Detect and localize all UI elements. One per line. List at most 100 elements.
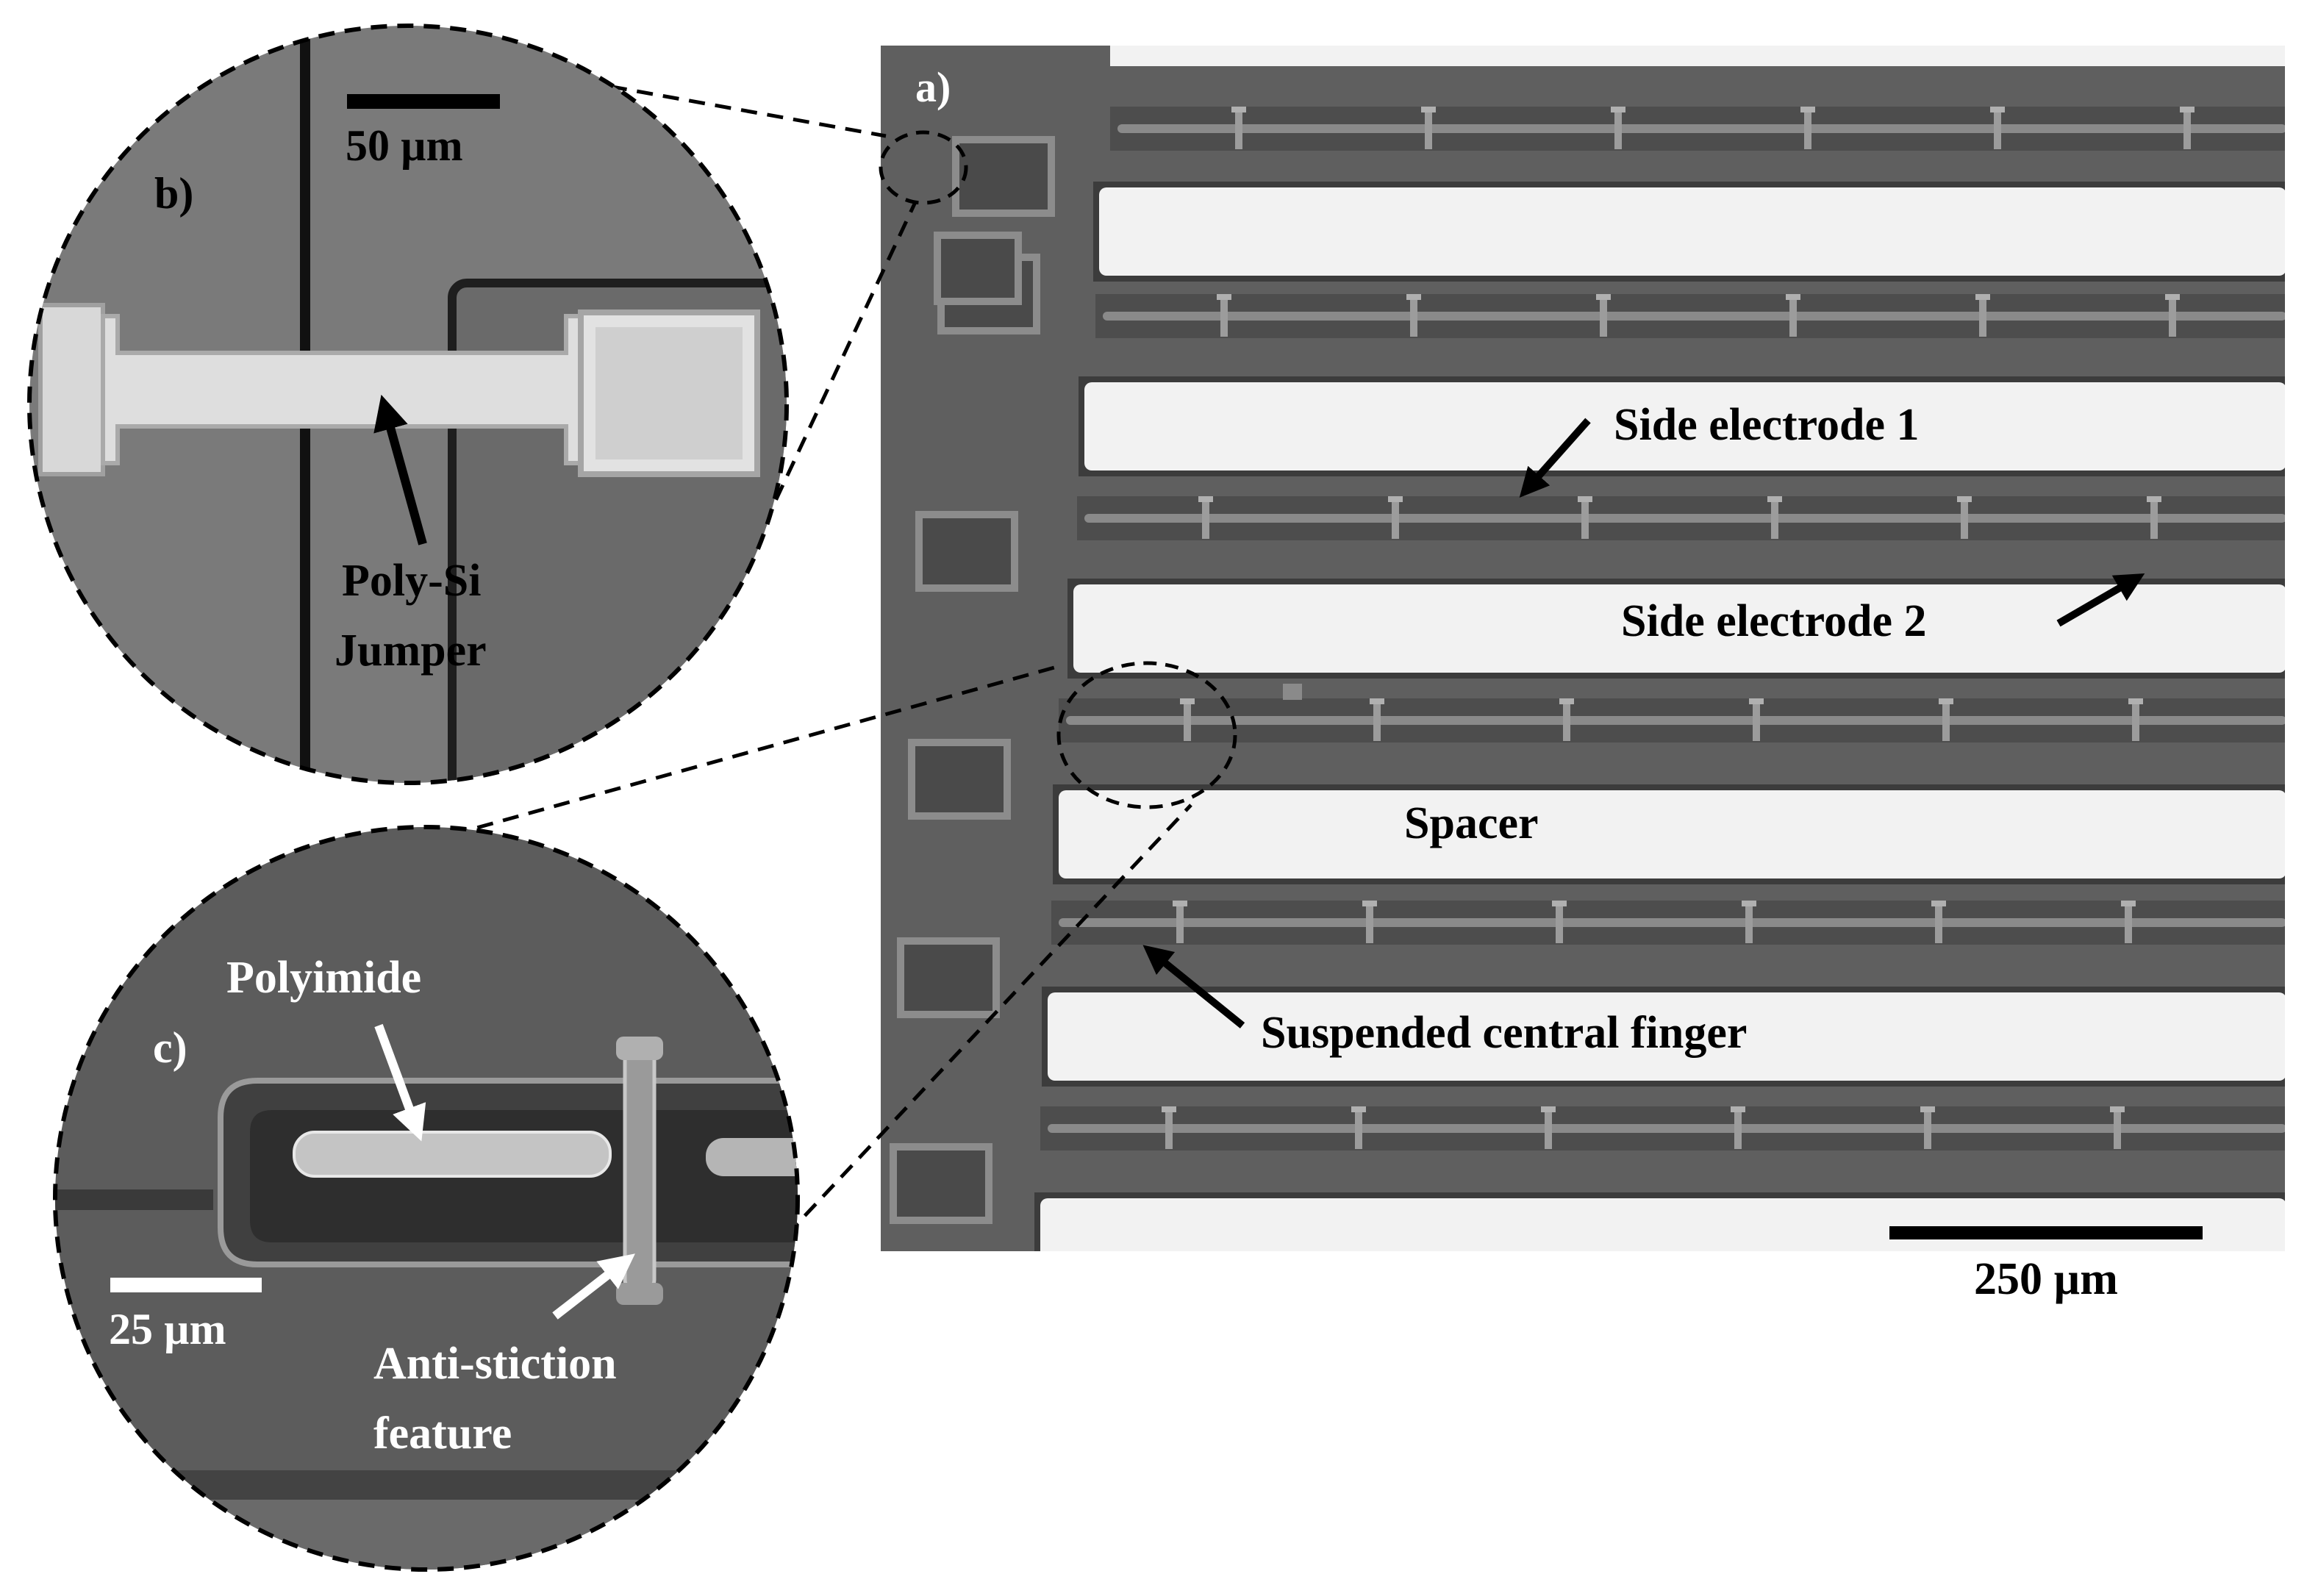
suspended-finger (1117, 124, 2285, 133)
anti-stiction-post (1804, 108, 1811, 149)
anti-stiction-post (1745, 902, 1753, 943)
anti-stiction-cap (1162, 1106, 1176, 1112)
anti-stiction-post (2114, 1108, 2121, 1149)
anti-stiction-cap (1611, 107, 1625, 112)
anti-stiction-post (2169, 296, 2176, 337)
anti-stiction-post (1392, 498, 1399, 539)
contact-pad (897, 937, 1000, 1018)
panel-c: c) Polyimide 25 µm Anti-stiction feature (53, 825, 800, 1572)
anti-stiction-post (1600, 296, 1607, 337)
panel-a-label: a) (915, 63, 951, 111)
anti-stiction-post (1545, 1108, 1552, 1149)
anti-stiction-post (1235, 108, 1242, 149)
panel-c-left-beam (55, 1189, 213, 1210)
anti-stiction-cap (1406, 294, 1421, 300)
contact-pad (915, 511, 1018, 592)
anti-stiction-cap (1541, 1106, 1556, 1112)
spacer-strip (1059, 790, 2285, 878)
anti-stiction-cap (1939, 698, 1953, 704)
anti-stiction-cap (1173, 901, 1187, 906)
anti-stiction-post (1373, 700, 1381, 741)
anti-stiction-post (1184, 700, 1191, 741)
arrow-polyimide (374, 1023, 426, 1142)
panel-c-polyimide-2 (706, 1138, 798, 1176)
scale-bar-c (110, 1278, 262, 1292)
anti-stiction-post (1366, 902, 1373, 943)
anti-stiction-cap (1975, 294, 1990, 300)
spacer-strip (1048, 992, 2285, 1081)
panel-b-label: b) (154, 169, 193, 218)
panel-c-anti-stiction-top (616, 1037, 663, 1060)
anti-stiction-cap (1180, 698, 1195, 704)
contact-pad (952, 136, 1055, 217)
anti-stiction-cap (1578, 496, 1592, 502)
anti-stiction-post (1410, 296, 1417, 337)
anti-stiction-cap (1388, 496, 1403, 502)
anti-stiction-post (1734, 1108, 1742, 1149)
anti-stiction-cap (1217, 294, 1231, 300)
label-poly-si: Poly-Si (342, 556, 481, 606)
panel-c-label: c) (153, 1023, 187, 1072)
anti-stiction-cap (1786, 294, 1800, 300)
anti-stiction-cap (1596, 294, 1611, 300)
scale-bar-c-label: 25 µm (109, 1305, 226, 1353)
anti-stiction-cap (1231, 107, 1246, 112)
label-feature: feature (373, 1409, 512, 1459)
contact-pad-small (934, 232, 1022, 305)
label-jumper: Jumper (335, 626, 487, 676)
anti-stiction-cap (1362, 901, 1377, 906)
anti-stiction-cap (1742, 901, 1756, 906)
anti-stiction-cap (1198, 496, 1213, 502)
anti-stiction-cap (2147, 496, 2161, 502)
suspended-finger (1084, 514, 2285, 523)
anti-stiction-post (1942, 700, 1950, 741)
anti-stiction-post (1165, 1108, 1173, 1149)
spacer-strip (1099, 187, 2285, 276)
scale-bar-a-label: 250 µm (1974, 1254, 2118, 1304)
arrow-anti-stiction (552, 1253, 635, 1320)
label-spacer: Spacer (1404, 798, 1539, 848)
panel-a-structure (890, 46, 2285, 1251)
anti-stiction-post (1935, 902, 1942, 943)
spacer-strip-top (1110, 46, 2285, 66)
panel-c-outline (53, 825, 800, 1572)
suspended-finger (1059, 918, 2285, 927)
anti-stiction-post (1789, 296, 1797, 337)
anti-stiction-post (1202, 498, 1209, 539)
label-suspended-central-finger: Suspended central finger (1261, 1008, 1747, 1058)
label-side-electrode-1: Side electrode 1 (1614, 400, 1920, 450)
anti-stiction-cap (1749, 698, 1764, 704)
panel-b-left-pad (38, 303, 105, 476)
suspended-finger (1066, 716, 2285, 725)
panel-c-anti-stiction-bottom (616, 1283, 663, 1305)
anti-stiction-post (1176, 902, 1184, 943)
anti-stiction-cap (2165, 294, 2180, 300)
anti-stiction-post (2132, 700, 2139, 741)
anti-stiction-cap (1920, 1106, 1935, 1112)
label-anti-stiction: Anti-stiction (373, 1339, 617, 1389)
anti-stiction-post (1924, 1108, 1931, 1149)
zoom-circle-b (879, 130, 968, 205)
scale-bar-b (347, 94, 500, 109)
contact-pad (908, 739, 1011, 820)
panel-c-ledge (55, 1470, 798, 1500)
anti-stiction-post (1753, 700, 1760, 741)
anti-stiction-post (1563, 700, 1570, 741)
panel-b-right-pad-inner (595, 327, 743, 459)
anti-stiction-post (1581, 498, 1589, 539)
spacer-strip (1073, 584, 2285, 673)
arrow-side-electrode-1 (1519, 418, 1591, 498)
debris-particle (1283, 684, 1302, 700)
anti-stiction-cap (1552, 901, 1567, 906)
anti-stiction-post (1771, 498, 1778, 539)
anti-stiction-cap (1731, 1106, 1745, 1112)
anti-stiction-cap (1370, 698, 1384, 704)
panel-c-polyimide (293, 1131, 612, 1178)
anti-stiction-cap (2121, 901, 2136, 906)
anti-stiction-post (2183, 108, 2191, 149)
arrow-suspended-central-finger (1142, 945, 1245, 1028)
label-side-electrode-2: Side electrode 2 (1621, 596, 1927, 646)
anti-stiction-post (1220, 296, 1228, 337)
anti-stiction-post (2125, 902, 2132, 943)
